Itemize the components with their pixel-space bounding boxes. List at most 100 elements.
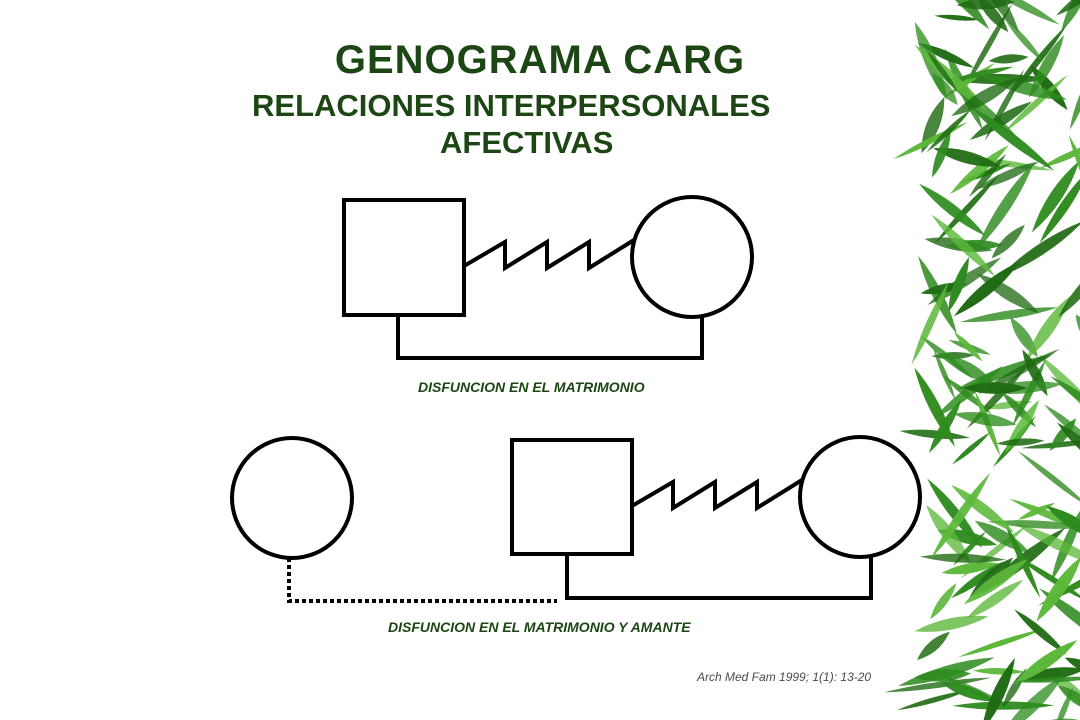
bamboo-leaf [928,399,962,454]
bamboo-leaf [950,145,1009,195]
bamboo-leaf [1058,260,1080,318]
bamboo-leaf [996,438,1045,446]
bamboo-leaf [1009,24,1067,97]
bamboo-leaf [1049,418,1077,451]
male-symbol [510,438,634,556]
bamboo-leaf [934,174,1000,244]
bamboo-leaf [914,615,989,632]
genogram-marriage-dysfunction [342,195,754,360]
page-title: GENOGRAMA CARG [334,38,746,82]
bamboo-leaf [1015,523,1080,567]
bamboo-leaf [969,101,1032,140]
citation-text: Arch Med Fam 1999; 1(1): 13-20 [697,670,872,684]
bamboo-leaf [1014,555,1080,603]
bamboo-leaf [931,214,996,277]
bamboo-leaf [896,689,971,711]
bamboo-leaf [1014,609,1067,655]
bamboo-leaf [1036,556,1080,622]
bamboo-leaf [981,657,1015,720]
page-subtitle-line-1: RELACIONES INTERPERSONALES [252,88,771,123]
bamboo-leaf [1069,73,1080,130]
bamboo-leaf [999,220,1080,278]
bamboo-leaf [917,631,950,660]
bamboo-leaf [930,472,991,559]
extramarital-dotted-line [287,558,557,603]
bamboo-leaf [1028,35,1065,98]
bamboo-leaf [1057,422,1080,472]
bamboo-leaf [951,66,1014,81]
bamboo-leaf [984,400,1033,410]
bamboo-leaf [961,382,1028,394]
bamboo-leaf [930,583,957,620]
bamboo-leaf [927,478,983,549]
bamboo-leaf [975,0,1060,25]
bamboo-leaf [933,147,1001,167]
bamboo-leaf [954,332,983,362]
bamboo-leaf [926,49,958,93]
bamboo-leaf [1053,686,1074,720]
bamboo-leaf [919,553,1007,563]
bamboo-leaf [986,520,1080,529]
bamboo-leaf [1012,676,1080,683]
bamboo-leaf [1004,18,1044,63]
bamboo-leaf [1040,142,1080,169]
bamboo-leaf [965,579,1024,620]
bamboo-leaf [1000,675,1064,720]
diagram-1-caption: DISFUNCION EN EL MATRIMONIO [418,379,645,395]
male-symbol [342,198,466,317]
female-symbol [798,435,922,559]
bamboo-leaf [1057,685,1080,712]
bamboo-leaf [924,0,990,30]
bamboo-leaf [1064,657,1080,678]
bamboo-leaf [988,54,1029,64]
bamboo-leaf [951,484,1015,533]
bamboo-leaf [951,77,1018,117]
diagram-2-caption: DISFUNCION EN EL MATRIMONIO Y AMANTE [388,619,691,635]
bamboo-leaf [1068,134,1080,214]
bamboo-leaf [943,354,995,384]
bamboo-leaf [1017,450,1080,508]
bamboo-leaf [933,348,956,401]
bamboo-leaf [1004,521,1041,599]
bamboo-leaf [934,14,980,21]
bamboo-leaf [953,412,1017,427]
conflict-zigzag-line [462,238,636,272]
bamboo-leaf [926,109,972,153]
bamboo-leaf [977,273,1039,314]
bamboo-leaf [1010,317,1038,358]
genogram-marriage-lover-dysfunction [230,435,922,603]
bamboo-leaf [941,562,999,575]
bamboo-leaf [953,261,1021,317]
bamboo-leaf [911,281,949,365]
lover-female-symbol [230,436,354,560]
bamboo-leaf [1031,160,1080,233]
bamboo-leaf [1002,74,1068,134]
bamboo-leaf [1015,667,1080,682]
bamboo-leaf [976,161,1039,190]
bamboo-leaf [899,429,970,439]
page-subtitle-line-2: AFECTIVAS [440,125,614,160]
bamboo-leaf [974,0,1020,33]
bamboo-leaf [991,224,1025,259]
marriage-line [396,315,704,360]
bamboo-leaf [932,130,951,178]
bamboo-leaf [1056,0,1080,16]
bamboo-leaf [1026,295,1072,360]
bamboo-leaf [951,561,1004,599]
bamboo-leaf [1050,376,1080,426]
bamboo-leaf [980,75,1067,100]
bamboo-leaf [1039,169,1080,244]
bamboo-leaf [963,559,1028,605]
bamboo-leaf [941,682,996,702]
conflict-zigzag-line [630,478,804,512]
bamboo-leaf [884,677,992,693]
bamboo-leaf [970,106,1055,171]
bamboo-leaf [958,628,1044,658]
bamboo-leaf [1046,505,1080,542]
female-symbol [630,195,754,319]
bamboo-leaf [952,432,991,465]
marriage-line [565,554,873,600]
bamboo-leaf [948,256,970,313]
